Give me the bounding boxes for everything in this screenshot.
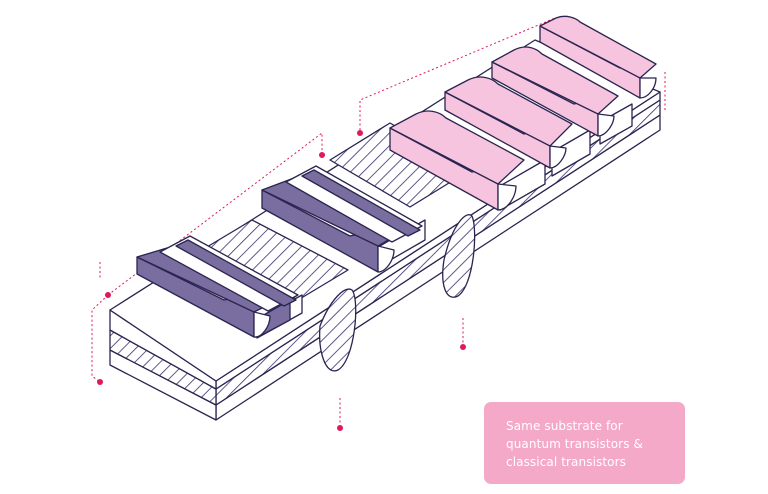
end-cap <box>597 113 615 137</box>
end-cap <box>639 77 657 99</box>
guide-left-bracket <box>91 294 109 383</box>
gate-top <box>389 110 525 185</box>
guide-dot <box>460 344 466 350</box>
gate-top <box>444 76 573 147</box>
cut-ellipse-1 <box>319 288 357 372</box>
callout-line-2: quantum transistors & <box>506 437 643 451</box>
end-cap <box>253 311 271 338</box>
guide-dot <box>357 130 363 136</box>
quantum-transistor-3 <box>491 46 633 145</box>
guide-endpoints <box>97 130 466 431</box>
end-cap <box>549 145 567 169</box>
callout-line-3: classical transistors <box>506 455 626 469</box>
guide-dot <box>105 292 111 298</box>
callout-line-1: Same substrate for <box>506 419 623 433</box>
guide-dot <box>97 379 103 385</box>
guide-dot <box>337 425 343 431</box>
hatched-gaps <box>201 122 476 372</box>
top-gate-stripe <box>301 169 421 237</box>
guide-dot <box>319 152 325 158</box>
gate-top <box>491 46 619 115</box>
quantum-transistor-4 <box>539 15 657 99</box>
classical-transistor-1 <box>136 235 303 339</box>
classical-transistor-2 <box>261 165 426 273</box>
top-gate-stripe <box>175 239 297 307</box>
end-cap <box>377 245 395 273</box>
cut-ellipse-2 <box>442 214 476 298</box>
callout-box: Same substrate for quantum transistors &… <box>484 402 685 484</box>
end-cap <box>497 183 517 211</box>
quantum-transistor-1 <box>389 110 546 211</box>
gate-top <box>539 15 657 79</box>
